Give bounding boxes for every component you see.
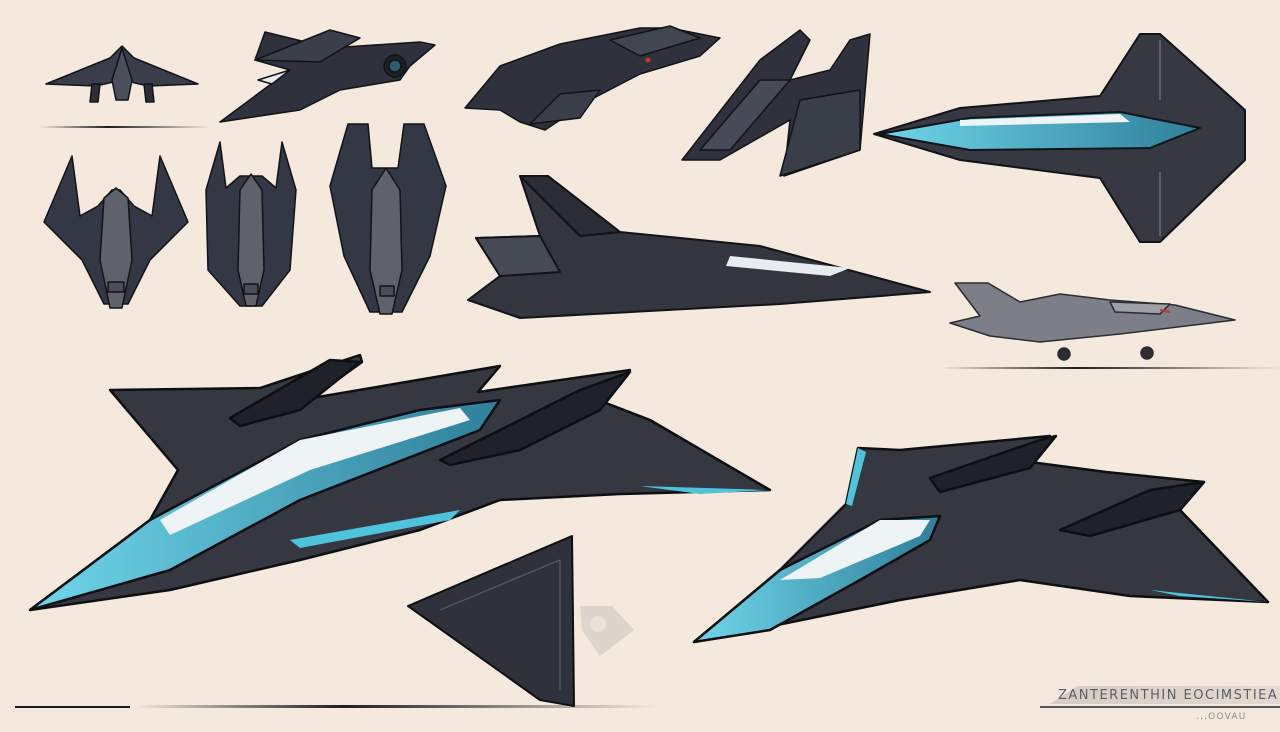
side-view-large xyxy=(467,175,931,319)
hero-left xyxy=(28,353,772,612)
top-view-1 xyxy=(43,155,189,309)
three-quarter-small xyxy=(219,29,436,123)
caption-underline xyxy=(1040,706,1280,708)
hero-right xyxy=(692,434,1270,644)
caption-banner xyxy=(1050,686,1280,704)
side-view-landed xyxy=(949,282,1236,361)
top-angled xyxy=(681,29,871,177)
side-profile-cyan xyxy=(873,33,1246,243)
front-view-small xyxy=(45,45,199,103)
caption-subtitle: ...OOVAU xyxy=(1196,712,1247,722)
rear-three-quarter-small xyxy=(464,25,721,131)
caption-title: ZANTERENTHIN EOCIMSTIEA xyxy=(1058,688,1279,703)
ground-lines xyxy=(15,126,1280,708)
hexagon-emblem xyxy=(580,606,634,656)
wing-fragment xyxy=(407,535,575,707)
top-view-3 xyxy=(329,123,447,315)
top-view-2 xyxy=(205,141,297,307)
